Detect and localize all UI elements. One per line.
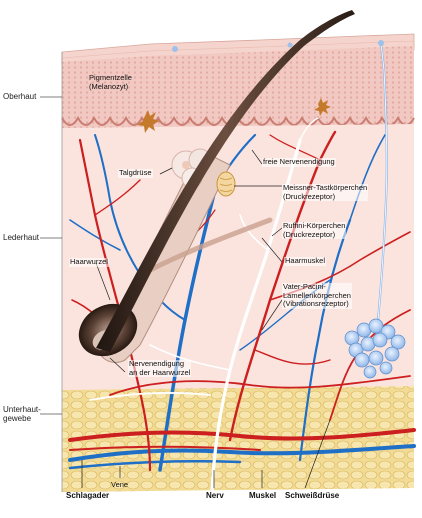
sweat-pores xyxy=(172,40,384,52)
label-haarmuskel: Haarmuskel xyxy=(284,256,327,266)
label-vene: Vene xyxy=(111,480,129,489)
label-vater-pacini-sub: (Vibrationsrezeptor) xyxy=(283,299,349,309)
hair-shaft xyxy=(96,10,355,352)
arteries xyxy=(68,130,416,472)
label-lederhaut: Lederhaut xyxy=(3,233,40,242)
label-talgdruese: Talgdrüse xyxy=(118,168,153,178)
label-unterhautgewebe: Unterhaut- gewebe xyxy=(3,405,41,423)
meissner-corpuscle xyxy=(216,171,236,197)
label-ruffini-sub: (Druckrezeptor) xyxy=(283,229,336,239)
label-unterhaut-line2: gewebe xyxy=(3,413,32,423)
label-schweissdruese: Schweißdrüse xyxy=(285,491,340,500)
veins xyxy=(68,133,416,472)
label-vater-pacini-line2: Lamellenkörperchen xyxy=(283,290,351,300)
label-muskel: Muskel xyxy=(249,491,277,500)
label-meissner-sub: (Druckrezeptor) xyxy=(283,191,336,201)
label-pigmentzelle-name: Pigmentzelle xyxy=(89,73,132,82)
label-oberhaut: Oberhaut xyxy=(3,92,37,101)
leader-lines xyxy=(81,149,331,489)
label-vater-pacini-line1: Vater-Pacini- xyxy=(283,282,326,291)
label-nerv: Nerv xyxy=(206,491,224,500)
sweat-gland xyxy=(344,43,406,379)
label-schlagader: Schlagader xyxy=(66,491,110,500)
label-meissner-name: Meissner-Tastkörperchen xyxy=(283,183,368,192)
layer-ticks xyxy=(40,96,62,415)
label-vater-pacini: Vater-Pacini- Lamellenkörperchen (Vibrat… xyxy=(282,282,352,309)
label-nervenendigung-line1: Nervenendigung xyxy=(129,359,185,368)
label-ruffini-name: Ruffini-Körperchen xyxy=(283,221,346,230)
label-nervenendigung-line2: an der Haarwurzel xyxy=(129,367,191,377)
label-freie-nervenendigung: freie Nervenendigung xyxy=(262,157,336,167)
label-ruffini: Ruffini-Körperchen (Druckrezeptor) xyxy=(282,221,347,240)
label-pigmentzelle: Pigmentzelle (Melanozyt) xyxy=(89,73,132,91)
pigment-cell xyxy=(137,98,331,133)
label-haarwurzel: Haarwurzel xyxy=(69,257,109,267)
label-nervenendigung-haarwurzel: Nervenendigung an der Haarwurzel xyxy=(128,359,192,378)
hair-muscle xyxy=(147,217,273,273)
label-melanozyt: (Melanozyt) xyxy=(89,81,129,91)
label-meissner: Meissner-Tastkörperchen (Druckrezeptor) xyxy=(282,183,369,202)
label-unterhaut-line1: Unterhaut- xyxy=(3,405,41,414)
